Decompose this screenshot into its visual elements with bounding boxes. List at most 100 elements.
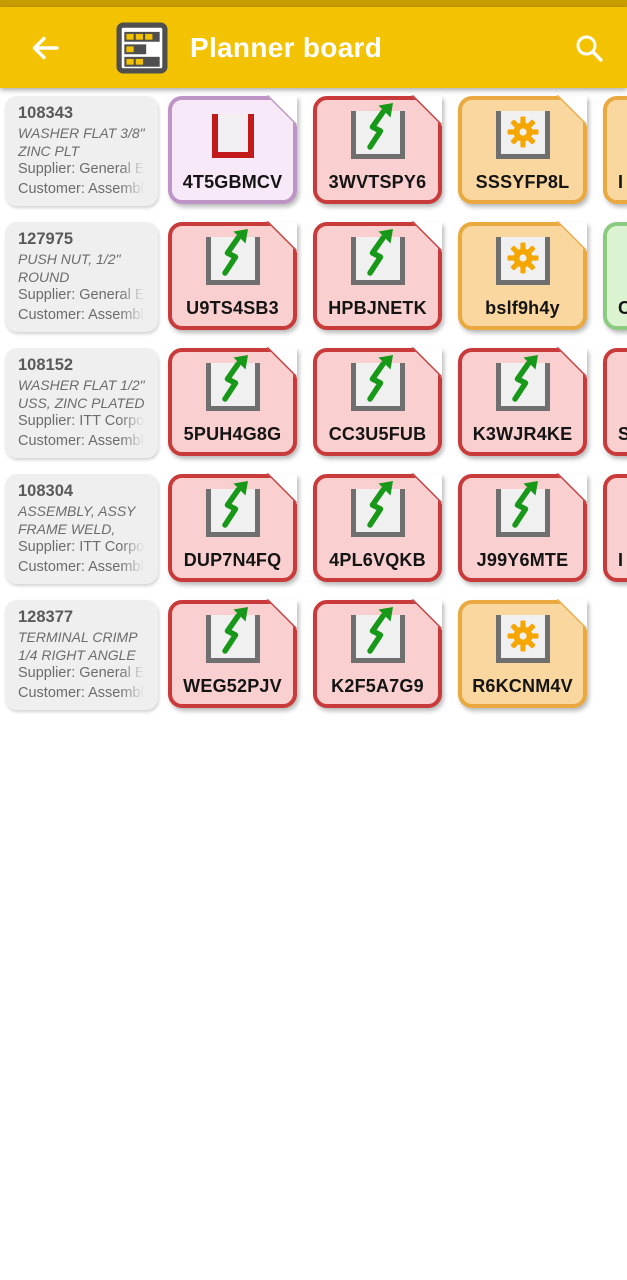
card-code: DUP7N4FQ	[183, 550, 282, 570]
bin-icon	[205, 229, 260, 285]
kanban-card[interactable]: HPBJNETK	[313, 222, 442, 330]
kanban-card[interactable]: WEG52PJV	[168, 600, 297, 708]
part-customer: Customer: Assembly	[18, 684, 146, 701]
part-description: WASHER FLAT 1/2" USS, ZINC PLATED	[18, 377, 145, 411]
empty-bin-icon	[211, 114, 254, 158]
card-code: HPBJNETK	[328, 298, 427, 318]
rush-bolt-icon	[366, 607, 393, 654]
card-code: 3WVTSPY6	[328, 172, 427, 192]
bin-icon	[495, 355, 550, 411]
card-code: CC3U5FUB	[328, 424, 427, 444]
bin-icon	[350, 229, 405, 285]
part-supplier: Supplier: ITT Corpora	[18, 413, 146, 429]
part-description: TERMINAL CRIMP 1/4 RIGHT ANGLE	[18, 629, 138, 663]
card-code: J99Y6MTE	[476, 550, 569, 570]
kanban-card[interactable]: U9TS4SB3	[168, 222, 297, 330]
bin-icon	[350, 355, 405, 411]
magnifier-icon	[576, 35, 603, 62]
bin-icon	[350, 607, 405, 663]
rush-bolt-icon	[221, 355, 248, 402]
part-number: 127975	[18, 230, 74, 248]
card-strip: U9TS4SB3 HPBJNETK bslf9h4y	[168, 222, 627, 330]
search-button[interactable]	[573, 32, 605, 64]
part-customer: Customer: Assembly	[18, 306, 146, 323]
kanban-card[interactable]: SSSYFP8L	[458, 96, 587, 204]
back-button[interactable]	[28, 32, 62, 64]
card-code: bslf9h4y	[485, 298, 560, 318]
card-code: I	[618, 550, 624, 570]
card-strip: DUP7N4FQ 4PL6VQKB J99Y6MTE I	[168, 474, 627, 582]
part-number: 108304	[18, 482, 74, 500]
planner-row: 127975 PUSH NUT, 1/2" ROUND Supplier: Ge…	[5, 222, 627, 332]
folded-corner	[412, 474, 442, 504]
part-info-card[interactable]: 127975 PUSH NUT, 1/2" ROUND Supplier: Ge…	[5, 222, 158, 332]
folded-corner	[412, 348, 442, 378]
kanban-card[interactable]: 5PUH4G8G	[168, 348, 297, 456]
planner-row: 108343 WASHER FLAT 3/8" ZINC PLT Supplie…	[5, 96, 627, 206]
folded-corner	[412, 96, 442, 126]
part-info-card[interactable]: 108343 WASHER FLAT 3/8" ZINC PLT Supplie…	[5, 96, 158, 206]
bin-icon	[495, 237, 550, 285]
kanban-card[interactable]: K3WJR4KE	[458, 348, 587, 456]
rush-bolt-icon	[511, 481, 538, 528]
folded-corner	[557, 222, 587, 252]
kanban-card[interactable]: 4PL6VQKB	[313, 474, 442, 582]
planner-board-icon	[116, 22, 168, 73]
kanban-card[interactable]: 4T5GBMCV	[168, 96, 297, 204]
bin-icon	[350, 103, 405, 159]
part-info-card[interactable]: 108304 ASSEMBLY, ASSY FRAME WELD, Suppli…	[5, 474, 158, 584]
bin-icon	[350, 481, 405, 537]
kanban-card[interactable]: K2F5A7G9	[313, 600, 442, 708]
status-bar	[0, 0, 627, 7]
board: 108343 WASHER FLAT 3/8" ZINC PLT Supplie…	[0, 88, 627, 710]
bin-icon	[205, 481, 260, 537]
folded-corner	[557, 96, 587, 126]
part-supplier: Supplier: ITT Corpora	[18, 539, 146, 555]
part-info-card[interactable]: 128377 TERMINAL CRIMP 1/4 RIGHT ANGLE Su…	[5, 600, 158, 710]
rush-bolt-icon	[366, 229, 393, 276]
part-number: 128377	[18, 608, 74, 626]
part-number: 108152	[18, 356, 74, 374]
rush-bolt-icon	[366, 481, 393, 528]
part-description: PUSH NUT, 1/2" ROUND	[18, 251, 121, 285]
folded-corner	[557, 600, 587, 630]
kanban-card[interactable]: I	[603, 474, 627, 582]
bin-icon	[495, 111, 550, 159]
rush-bolt-icon	[221, 481, 248, 528]
kanban-card[interactable]: DUP7N4FQ	[168, 474, 297, 582]
part-description: WASHER FLAT 3/8" ZINC PLT	[18, 125, 145, 159]
part-info-card[interactable]: 108152 WASHER FLAT 1/2" USS, ZINC PLATED…	[5, 348, 158, 458]
card-code: U9TS4SB3	[186, 298, 279, 318]
part-description: ASSEMBLY, ASSY FRAME WELD,	[18, 503, 136, 537]
card-code: WEG52PJV	[183, 676, 282, 696]
rush-bolt-icon	[366, 355, 393, 402]
card-code: I	[618, 172, 624, 192]
rush-bolt-icon	[366, 103, 393, 150]
part-customer: Customer: Assembly	[18, 432, 146, 449]
kanban-card[interactable]: R6KCNM4V	[458, 600, 587, 708]
kanban-card[interactable]: CC3U5FUB	[313, 348, 442, 456]
card-code: 5PUH4G8G	[183, 424, 282, 444]
rush-bolt-icon	[221, 229, 248, 276]
card-code: 4T5GBMCV	[182, 172, 283, 192]
folded-corner	[267, 222, 297, 252]
bin-icon	[205, 607, 260, 663]
kanban-card[interactable]: 3WVTSPY6	[313, 96, 442, 204]
folded-corner	[557, 348, 587, 378]
kanban-card[interactable]: I	[603, 96, 627, 204]
folded-corner	[412, 600, 442, 630]
kanban-card[interactable]: J99Y6MTE	[458, 474, 587, 582]
part-supplier: Supplier: General Elec	[18, 665, 146, 681]
part-supplier: Supplier: General Elec	[18, 287, 146, 303]
folded-corner	[267, 96, 297, 126]
card-code: K3WJR4KE	[472, 424, 573, 444]
card-strip: WEG52PJV K2F5A7G9 R6KCNM4V	[168, 600, 587, 708]
kanban-card[interactable]: S	[603, 348, 627, 456]
kanban-card[interactable]: bslf9h4y	[458, 222, 587, 330]
gear-icon	[507, 116, 538, 148]
part-customer: Customer: Assembly	[18, 180, 146, 197]
part-supplier: Supplier: General Elec	[18, 161, 146, 177]
kanban-card[interactable]: C	[603, 222, 627, 330]
page-title: Planner board	[190, 31, 383, 63]
bin-icon	[495, 615, 550, 663]
